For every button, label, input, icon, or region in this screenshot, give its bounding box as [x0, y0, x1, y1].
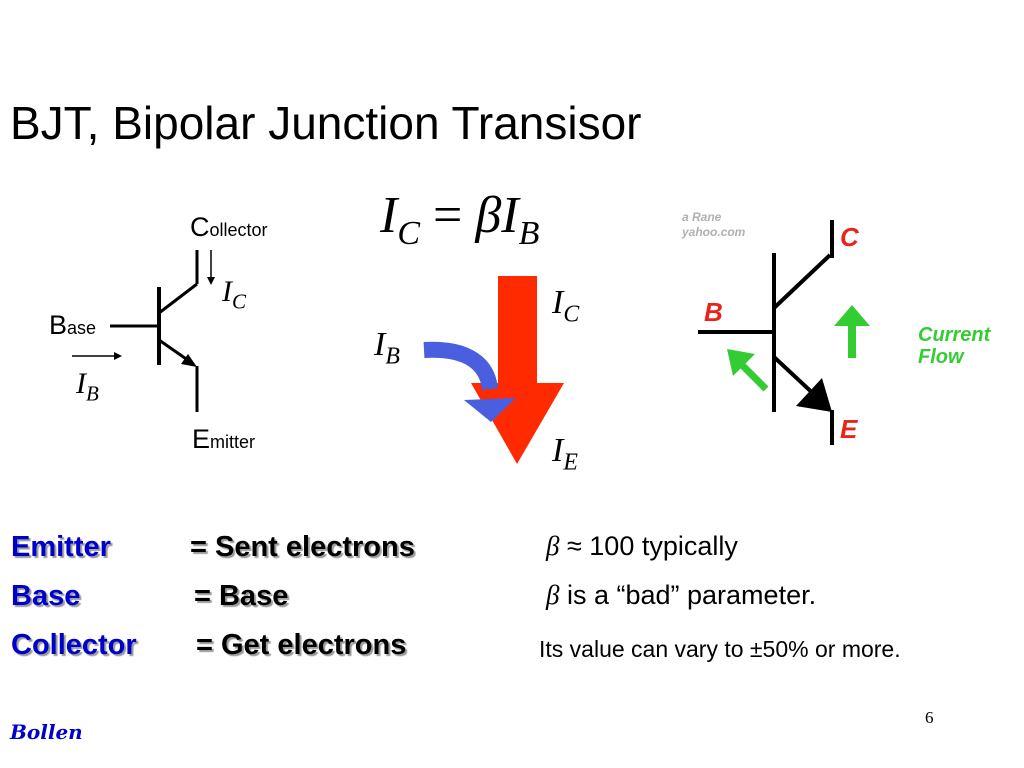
middle-ic-label: IC	[552, 284, 580, 328]
ic-label: IC	[222, 275, 247, 314]
definition-collector: = Get electrons	[196, 629, 407, 661]
base-label: Base	[49, 310, 97, 340]
definition-base: = Base	[194, 580, 289, 612]
collector-label: Collector	[190, 212, 268, 242]
page-number: 6	[925, 708, 934, 727]
slide-title: BJT, Bipolar Junction Transisor	[10, 97, 642, 149]
emitter-label: Emitter	[192, 424, 256, 454]
green-up-arrow-icon	[834, 305, 870, 358]
green-diagonal-arrow-icon	[727, 349, 755, 376]
middle-ib-label: IB	[374, 326, 400, 370]
author-signature: Bollen	[10, 720, 83, 744]
watermark: a Rane yahoo.com	[682, 210, 746, 239]
term-emitter: Emitter	[11, 531, 111, 563]
right-e-label: E	[840, 414, 858, 444]
right-c-label: C	[840, 222, 859, 252]
right-b-label: B	[704, 297, 723, 327]
term-collector: Collector	[11, 629, 137, 661]
note-beta-bad-parameter: β is a “bad” parameter.	[546, 580, 817, 610]
beta-equation: IC = βIB	[380, 187, 540, 252]
ib-label: IB	[76, 367, 99, 406]
term-base: Base	[11, 580, 81, 612]
middle-ie-label: IE	[552, 432, 578, 476]
note-beta-typical: β ≈ 100 typically	[546, 531, 738, 561]
current-flow-label: Current Flow	[918, 324, 991, 368]
blue-base-current-arrow	[423, 341, 498, 391]
note-beta-variation: Its value can vary to ±50% or more.	[539, 636, 901, 662]
definition-emitter: = Sent electrons	[190, 531, 415, 563]
